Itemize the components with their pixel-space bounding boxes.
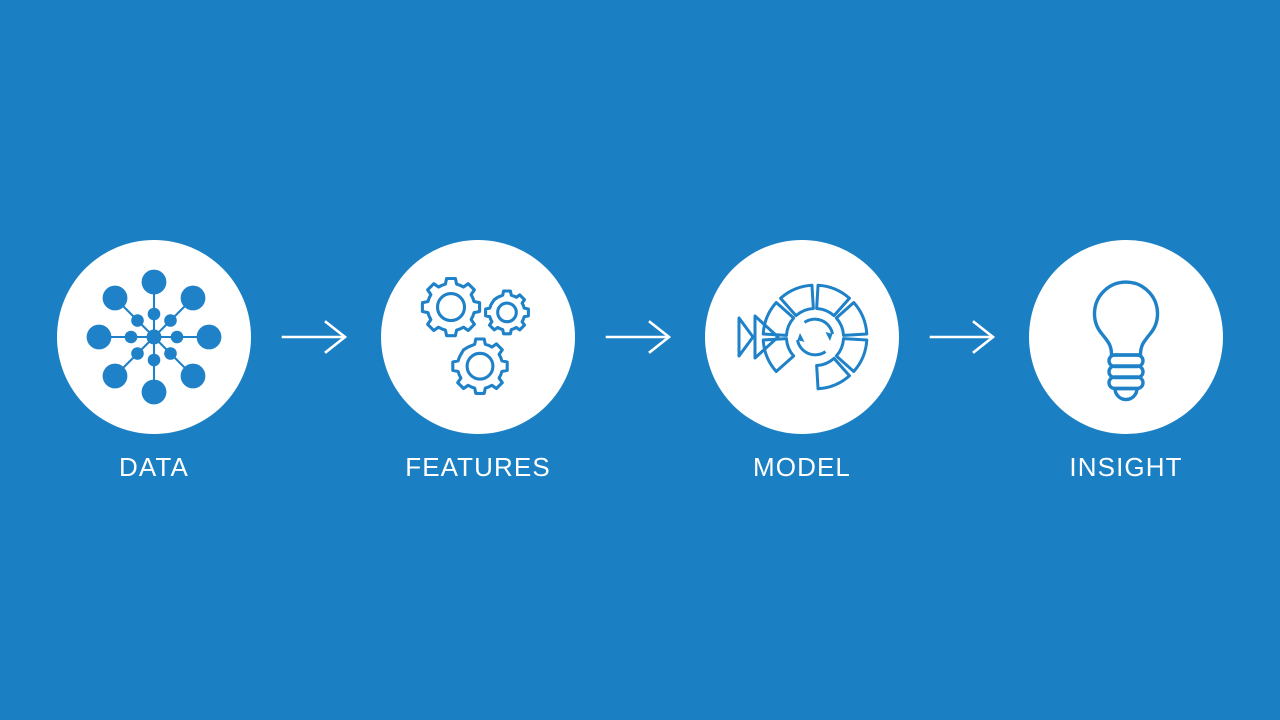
arrow-right-icon — [281, 320, 348, 354]
icon-disc-data — [57, 240, 251, 434]
icon-disc-features — [381, 240, 575, 434]
pipeline-step-data[interactable]: DATA — [57, 240, 251, 480]
pipeline-step-label: INSIGHT — [1069, 452, 1183, 482]
flow-connector-2 — [575, 320, 705, 354]
icon-disc-insight — [1029, 240, 1223, 434]
pipeline-step-label: DATA — [119, 452, 189, 482]
icon-disc-model — [705, 240, 899, 434]
pipeline-step-insight[interactable]: INSIGHT — [1029, 240, 1223, 480]
pipeline-step-label: MODEL — [753, 452, 851, 482]
model-wheel-icon — [737, 283, 869, 391]
arrow-right-icon — [929, 320, 996, 354]
flow-connector-3 — [899, 320, 1029, 354]
network-nodes-icon — [86, 269, 222, 405]
pipeline-step-features[interactable]: FEATURES — [381, 240, 575, 480]
gears-icon — [420, 276, 530, 395]
lightbulb-icon — [1092, 280, 1160, 402]
arrow-right-icon — [605, 320, 672, 354]
flow-connector-1 — [251, 320, 381, 354]
pipeline-step-model[interactable]: MODEL — [705, 240, 899, 480]
pipeline-step-label: FEATURES — [405, 452, 551, 482]
